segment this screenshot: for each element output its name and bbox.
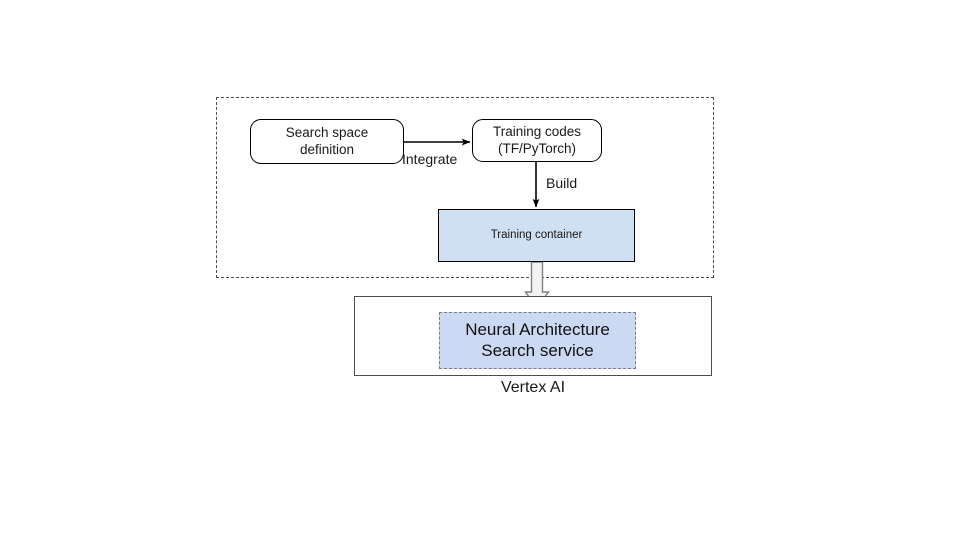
node-label: Training codes (TF/PyTorch) bbox=[492, 124, 582, 156]
node-label: Search space definition bbox=[285, 125, 369, 157]
vertex-ai-caption: Vertex AI bbox=[500, 379, 566, 396]
node-label: Neural Architecture Search service bbox=[465, 319, 610, 360]
edge-label-integrate: Integrate bbox=[402, 151, 458, 167]
node-training-container[interactable]: Training container bbox=[438, 209, 635, 262]
node-neural-architecture-search-service[interactable]: Neural Architecture Search service bbox=[439, 312, 636, 369]
node-search-space-definition[interactable]: Search space definition bbox=[250, 119, 404, 164]
node-training-codes[interactable]: Training codes (TF/PyTorch) bbox=[472, 119, 602, 162]
user-environment-group bbox=[216, 97, 714, 278]
edge-label-build: Build bbox=[546, 175, 578, 191]
node-label: Training container bbox=[490, 229, 583, 242]
